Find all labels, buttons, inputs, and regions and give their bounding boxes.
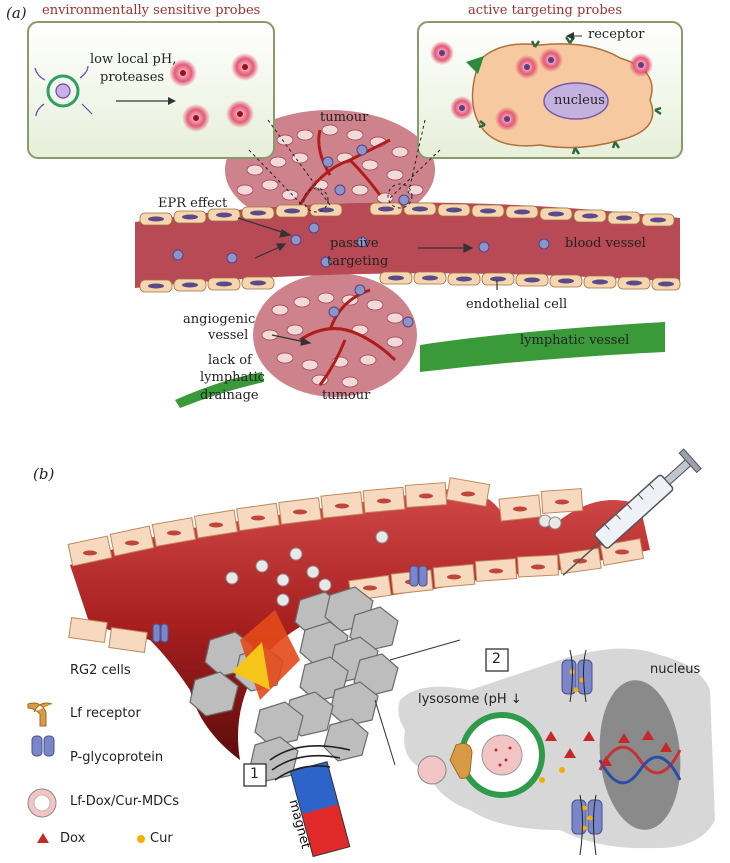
mdc-particles-vessel	[225, 514, 562, 607]
cur-label: Cur	[150, 831, 173, 846]
lysosome-dots	[494, 746, 512, 767]
passive-line1: passive	[330, 236, 379, 251]
dox-label: Dox	[60, 831, 86, 846]
pgp-vessel-2	[152, 623, 169, 643]
green-arrow	[466, 56, 484, 74]
blood-vessel-label: blood vessel	[565, 236, 646, 251]
targeting-probe-cores	[439, 50, 644, 122]
zoom-circle-left	[303, 187, 329, 213]
tumour-top-label: tumour	[320, 110, 369, 125]
step2-label: 2	[492, 651, 501, 667]
step1-box	[243, 763, 267, 787]
nucleus-label-a: nucleus	[554, 93, 605, 108]
zoom-circle-right	[387, 183, 413, 209]
mdc-label: Lf-Dox/Cur-MDCs	[70, 794, 180, 809]
endothelium-nuclei-top	[148, 206, 666, 223]
tumour-top-cells	[236, 124, 424, 204]
lymphatic-vessel-shape	[420, 322, 665, 372]
lymphatic-tail	[175, 372, 264, 408]
epr-effect-label: EPR effect	[158, 196, 228, 211]
lf-receptor-cell	[449, 743, 473, 779]
pgp-vessel-1	[409, 565, 428, 587]
dox-icon	[37, 833, 49, 843]
lysosome-text: lysosome (pH	[418, 692, 507, 707]
dna-helix	[598, 745, 682, 785]
low-ph-line2: proteases	[100, 70, 165, 85]
endothelium-b-nuclei	[83, 491, 629, 591]
low-ph-line1: low local pH,	[90, 52, 177, 67]
pgp-icon	[31, 735, 55, 757]
panel-b-label: (b)	[33, 465, 55, 483]
angiogenic-capillaries	[299, 288, 397, 386]
rg2-label: RG2 cells	[70, 663, 131, 678]
endothelial-cell-label: endothelial cell	[466, 297, 568, 312]
zoom-leaders	[248, 119, 441, 206]
magnet-field-lines	[269, 745, 351, 781]
nucleus-label-b: nucleus	[650, 662, 701, 677]
env-probes-title: environmentally sensitive probes	[42, 3, 261, 18]
tumour-top-capillaries	[298, 129, 391, 206]
endothelium-nuclei-bottom	[148, 275, 674, 289]
mdc-icon	[27, 788, 57, 818]
down-arrow-icon: ↓	[510, 692, 522, 707]
pgp-label: P-glycoprotein	[70, 750, 164, 765]
target-nucleus	[543, 82, 609, 120]
cur-in-cell	[539, 767, 565, 783]
mdc-at-receptor	[417, 755, 447, 785]
nanoprobes-vessel-a	[172, 144, 550, 328]
lysosome-mdc	[481, 734, 523, 776]
angiogenic-line2: vessel	[208, 328, 249, 343]
step2-box	[485, 648, 509, 672]
tumor-wedge-yellow	[232, 642, 270, 690]
blood-vessel-a	[135, 202, 680, 288]
dox-in-cell	[545, 730, 672, 766]
tumour-bottom-cells	[261, 292, 404, 388]
lack-line2: lymphatic	[200, 370, 265, 385]
cur-icon	[137, 835, 145, 843]
vessel-arrows-a	[237, 217, 498, 346]
active-probes-title: active targeting probes	[468, 3, 623, 18]
lf-receptor-label: Lf receptor	[70, 706, 141, 721]
lf-receptor-icon	[27, 702, 53, 727]
lysosome-label: lysosome (pH ↓	[418, 692, 522, 707]
released-probe-stars	[180, 64, 248, 121]
lymphatic-vessel-label: lymphatic vessel	[520, 333, 630, 348]
tumour-bottom-label: tumour	[322, 388, 371, 403]
step1-label: 1	[250, 766, 259, 782]
cell-nucleus-b	[599, 680, 681, 830]
panel-a-label: (a)	[6, 4, 27, 22]
syringe	[562, 448, 702, 576]
lack-line3: drainage	[200, 388, 259, 403]
central-probe-icon	[34, 65, 93, 117]
env-probes-box	[27, 21, 275, 159]
efflux-arrows	[569, 649, 597, 856]
angiogenic-line1: angiogenic	[183, 312, 256, 327]
lack-line1: lack of	[208, 353, 252, 368]
passive-line2: targeting	[327, 254, 389, 269]
receptor-label: receptor	[588, 27, 645, 42]
